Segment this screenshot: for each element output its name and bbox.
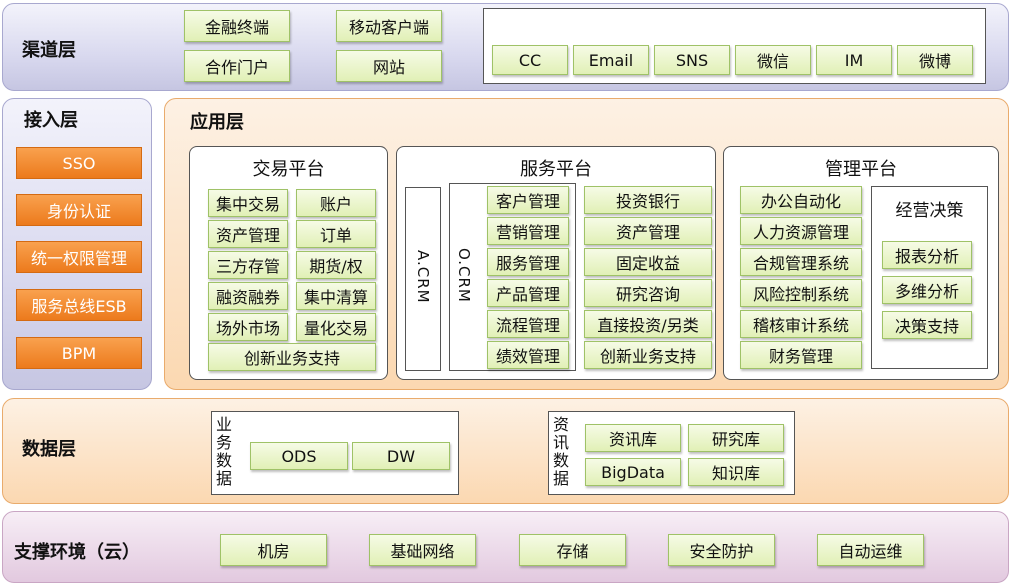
ocrm-label: O.CRM	[455, 248, 473, 303]
decision-title: 经营决策	[895, 201, 964, 221]
contact-channel-item: IM	[816, 45, 892, 75]
crm-item: 产品管理	[487, 279, 569, 307]
management-item: 办公自动化	[740, 186, 862, 214]
ocrm-box	[449, 183, 576, 371]
service-platform-title: 服务平台	[520, 159, 592, 180]
trading-platform-title: 交易平台	[252, 159, 325, 180]
support-item: 机房	[220, 534, 327, 566]
decision-item: 多维分析	[882, 276, 972, 304]
management-item: 稽核审计系统	[740, 310, 862, 338]
contact-channel-item: 微信	[735, 45, 811, 75]
access-item: 身份认证	[16, 194, 142, 226]
info-data-item: 知识库	[688, 458, 784, 486]
application-layer-title: 应用层	[190, 112, 244, 133]
support-item: 存储	[519, 534, 626, 566]
crm-item: 流程管理	[487, 310, 569, 338]
crm-item: 营销管理	[487, 217, 569, 245]
trading-item: 账户	[296, 189, 376, 217]
info-data-item: 研究库	[688, 424, 784, 452]
access-item: SSO	[16, 147, 142, 179]
management-item: 风险控制系统	[740, 279, 862, 307]
info-data-char: 资	[552, 415, 569, 434]
access-item: 服务总线ESB	[16, 289, 142, 321]
info-data-item: BigData	[585, 458, 681, 486]
business-data-char: 业	[215, 415, 232, 434]
service-item: 固定收益	[584, 248, 712, 276]
trading-item: 三方存管	[208, 251, 288, 279]
crm-item: 客户管理	[487, 186, 569, 214]
decision-item: 决策支持	[882, 311, 972, 339]
contact-channel-item: CC	[492, 45, 568, 75]
channel-item: 合作门户	[184, 50, 290, 82]
management-item: 合规管理系统	[740, 248, 862, 276]
service-item: 直接投资/另类	[584, 310, 712, 338]
trading-item: 场外市场	[208, 313, 288, 341]
trading-item: 资产管理	[208, 220, 288, 248]
support-item: 自动运维	[817, 534, 924, 566]
info-data-char: 讯	[552, 433, 569, 452]
business-data-item: ODS	[250, 442, 348, 470]
trading-item-wide: 创新业务支持	[208, 343, 376, 371]
access-item: BPM	[16, 337, 142, 369]
crm-item: 绩效管理	[487, 341, 569, 369]
contact-channel-item: Email	[573, 45, 649, 75]
info-data-char: 据	[552, 469, 569, 488]
support-item: 基础网络	[369, 534, 476, 566]
management-platform-title: 管理平台	[825, 159, 897, 180]
business-data-char: 数	[215, 451, 232, 470]
business-data-char: 务	[215, 433, 232, 452]
business-data-char: 据	[215, 469, 232, 488]
trading-item: 融资融券	[208, 282, 288, 310]
support-item: 安全防护	[668, 534, 775, 566]
contact-channel-item: 微博	[897, 45, 973, 75]
data-layer	[2, 398, 1009, 504]
crm-item: 服务管理	[487, 248, 569, 276]
service-item: 投资银行	[584, 186, 712, 214]
service-item: 资产管理	[584, 217, 712, 245]
decision-item: 报表分析	[882, 241, 972, 269]
channel-item: 网站	[336, 50, 442, 82]
access-item: 统一权限管理	[16, 241, 142, 273]
info-data-label: 资 讯 数 据	[551, 416, 571, 488]
trading-item: 集中交易	[208, 189, 288, 217]
acrm-label: A.CRM	[414, 250, 432, 304]
business-data-label: 业 务 数 据	[214, 416, 234, 488]
management-item: 财务管理	[740, 341, 862, 369]
channel-layer-title: 渠道层	[22, 40, 76, 61]
data-layer-title: 数据层	[22, 439, 76, 460]
support-layer-title: 支撑环境（云）	[14, 542, 140, 563]
business-data-item: DW	[352, 442, 450, 470]
trading-item: 订单	[296, 220, 376, 248]
management-item: 人力资源管理	[740, 217, 862, 245]
access-layer-title: 接入层	[24, 110, 78, 131]
trading-item: 集中清算	[296, 282, 376, 310]
info-data-char: 数	[552, 451, 569, 470]
service-item: 创新业务支持	[584, 341, 712, 369]
service-item: 研究咨询	[584, 279, 712, 307]
info-data-item: 资讯库	[585, 424, 681, 452]
acrm-box	[405, 187, 441, 371]
channel-item: 金融终端	[184, 10, 290, 42]
contact-channel-item: SNS	[654, 45, 730, 75]
trading-item: 期货/权	[296, 251, 376, 279]
trading-item: 量化交易	[296, 313, 376, 341]
channel-item: 移动客户端	[336, 10, 442, 42]
